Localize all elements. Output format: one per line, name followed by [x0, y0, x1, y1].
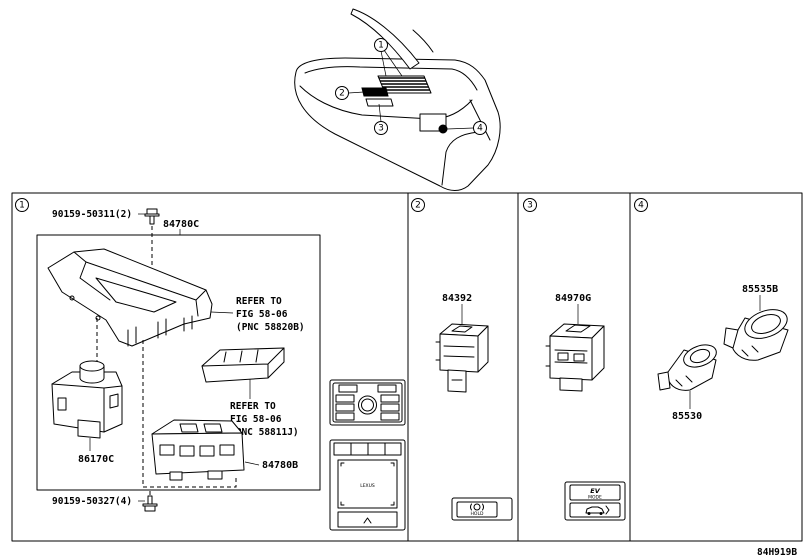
parts-frame — [11, 192, 803, 542]
panel-2: 2 84392 HOLD — [411, 198, 513, 521]
refer-a-line-3: (PNC 58820B) — [236, 322, 305, 333]
diagram-code: 84H919B — [757, 547, 797, 558]
panel-1-header: 1 — [15, 198, 29, 212]
switch-84392-label: 84392 — [442, 293, 472, 304]
brake-hold-icon — [473, 503, 481, 511]
lighter-85530-label: 85530 — [672, 411, 702, 422]
bezel-label: 84780C — [163, 219, 199, 230]
overview-callout-4: 4 — [446, 121, 487, 135]
touchpad-arrow-icon — [363, 517, 372, 524]
refer-b-line-3: (PNC 58811J) — [230, 427, 299, 438]
overview-callout-3: 3 — [374, 103, 388, 135]
console-top-edge — [304, 66, 478, 91]
brake-hold-label: HOLD — [471, 511, 484, 517]
panel-2-header: 2 — [411, 198, 425, 212]
switch-assembly-leader — [244, 461, 260, 466]
shift-module-label: 86170C — [78, 454, 114, 465]
socket-location-dot — [438, 124, 448, 134]
refer-a-line-2: FIG 58-06 — [236, 309, 288, 320]
panel-3: 3 84970G EV MODE — [523, 198, 626, 521]
ev-switch-location — [365, 98, 394, 107]
shift-switch-panel-hatching — [379, 77, 430, 91]
bezel-assembly-box — [36, 234, 321, 491]
switch-reference-58811J — [201, 347, 285, 383]
bolt-upper-label: 90159-50311(2) — [52, 209, 132, 220]
bolt-lower-icon — [142, 495, 158, 512]
overview-callout-2: 2 — [335, 86, 365, 100]
ev-mode-label-bottom: MODE — [588, 495, 602, 501]
climate-control-panel-inset — [329, 379, 406, 426]
ev-mode-label-top: EV — [590, 487, 600, 495]
refer-a-leader — [210, 311, 234, 314]
ev-mode-button-inset: EV MODE — [564, 481, 626, 521]
panel-3-number: 3 — [527, 201, 533, 211]
power-socket-85535B — [723, 309, 789, 361]
panel-4-header: 4 — [634, 198, 648, 212]
shift-switch-module-86170C — [51, 360, 123, 439]
bolt-upper-icon — [144, 208, 160, 225]
refer-b-line-1: REFER TO — [230, 401, 276, 412]
console-lower-compartment — [441, 131, 479, 186]
panel-4: 4 85535B 85530 — [634, 198, 789, 422]
touchpad-panel-inset: LEXUS — [329, 439, 406, 531]
refer-b-line-2: FIG 58-06 — [230, 414, 282, 425]
console-bezel-84780C — [47, 248, 213, 347]
panel-4-number: 4 — [638, 201, 644, 211]
console-side-edge — [469, 99, 491, 141]
refer-a-line-1: REFER TO — [236, 296, 282, 307]
armrest-edge — [412, 29, 434, 53]
overview-callout-1-number: 1 — [378, 41, 384, 51]
touchpad-logo: LEXUS — [360, 483, 375, 489]
brake-hold-button-inset: HOLD — [451, 497, 513, 521]
overview-callout-4-number: 4 — [477, 124, 483, 134]
socket-85535B-label: 85535B — [742, 284, 778, 295]
shift-lever-arm — [350, 8, 420, 70]
panel-2-number: 2 — [415, 201, 421, 211]
console-overview-illustration — [294, 8, 501, 191]
lighter-socket-85530 — [657, 344, 717, 391]
switch-84970G-label: 84970G — [555, 293, 591, 304]
switch-install-line — [142, 340, 237, 488]
switch-assembly-84780B — [151, 419, 245, 481]
hold-switch-location — [361, 87, 389, 97]
drive-mode-car-icon — [585, 505, 610, 515]
panel-1: 1 90159-50311(2) 84780C REFER TO — [15, 198, 406, 531]
console-front-lip — [299, 85, 473, 120]
overview-callout-1: 1 — [374, 38, 403, 77]
overview-callout-2-number: 2 — [339, 89, 345, 99]
panel-3-header: 3 — [523, 198, 537, 212]
bolt-lower-label: 90159-50327(4) — [52, 496, 132, 507]
switch-assembly-label: 84780B — [262, 460, 298, 471]
switch-84970G — [545, 323, 605, 392]
switch-84392 — [435, 323, 489, 393]
panel-1-number: 1 — [19, 201, 25, 211]
overview-callout-3-number: 3 — [378, 124, 384, 134]
